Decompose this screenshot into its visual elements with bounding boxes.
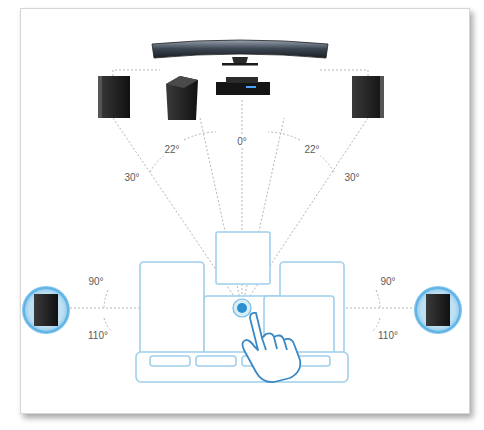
front-right-speaker	[352, 76, 384, 118]
angle-label: 90°	[87, 276, 104, 288]
listener-position	[233, 299, 251, 317]
front-left-speaker	[98, 76, 130, 118]
curved-tv	[152, 40, 328, 66]
pointing-hand	[242, 313, 300, 382]
angle-label: 30°	[123, 172, 140, 184]
center-speaker	[216, 77, 270, 95]
surround-right-speaker	[414, 286, 462, 334]
angle-label: 30°	[343, 172, 360, 184]
angle-label: 90°	[379, 276, 396, 288]
surround-left-speaker	[22, 286, 70, 334]
guide-lines	[66, 70, 418, 332]
angle-label: 0°	[236, 136, 248, 148]
angle-label: 22°	[303, 144, 320, 156]
angle-label: 22°	[163, 144, 180, 156]
subwoofer	[166, 76, 198, 120]
angle-label: 110°	[377, 330, 399, 342]
angle-label: 110°	[87, 330, 109, 342]
sofa	[136, 232, 348, 382]
